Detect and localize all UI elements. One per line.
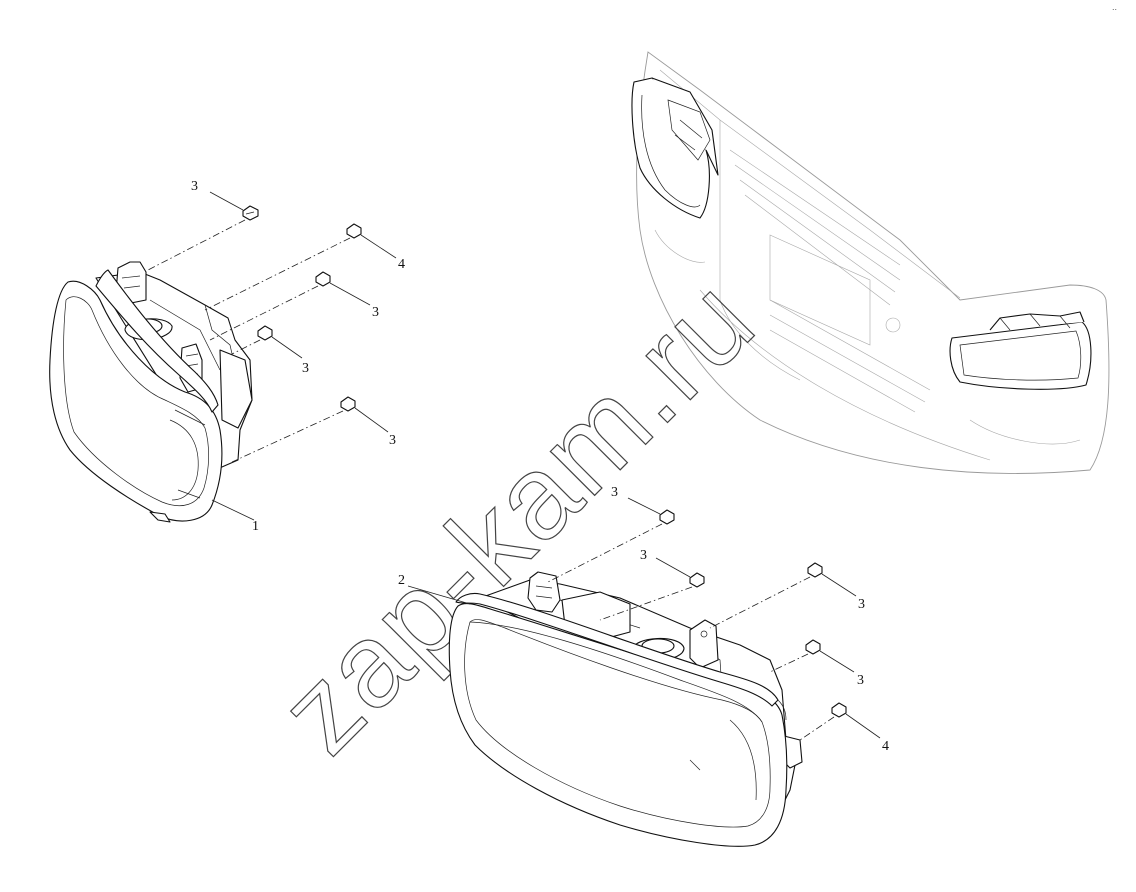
callout-3: 3 — [857, 673, 864, 688]
callout-3: 3 — [640, 548, 647, 563]
callout-1: 1 — [252, 519, 259, 534]
screw-3-d: 3 — [231, 396, 396, 463]
screw-3-b: 3 — [209, 271, 379, 341]
screw-3-e: 3 — [547, 485, 675, 583]
screw-3-h: 3 — [769, 639, 864, 688]
screw-3-c: 3 — [231, 325, 309, 376]
installed-headlamp-right — [949, 311, 1092, 390]
screw-3-g: 3 — [709, 562, 865, 629]
callout-3: 3 — [858, 597, 865, 612]
callout-4: 4 — [398, 257, 405, 272]
left-fasteners: 3 4 3 3 3 1 — [147, 179, 405, 534]
callout-3: 3 — [372, 305, 379, 320]
bottom-fasteners: 3 3 3 3 4 2 — [398, 485, 889, 754]
callout-3: 3 — [191, 179, 198, 194]
callout-3: 3 — [611, 485, 618, 500]
corner-mark: .. — [1112, 2, 1117, 12]
screw-4-b: 4 — [799, 702, 889, 754]
callout-3: 3 — [302, 361, 309, 376]
screw-3-a: 3 — [147, 179, 259, 271]
headlamp-2 — [448, 571, 803, 847]
screw-4-a: 4 — [204, 223, 405, 311]
callout-2: 2 — [398, 573, 405, 588]
headlamp-1 — [49, 261, 253, 523]
callout-4: 4 — [882, 739, 889, 754]
installed-headlamp-left — [631, 77, 719, 219]
callout-3: 3 — [389, 433, 396, 448]
screw-3-f: 3 — [599, 548, 705, 621]
